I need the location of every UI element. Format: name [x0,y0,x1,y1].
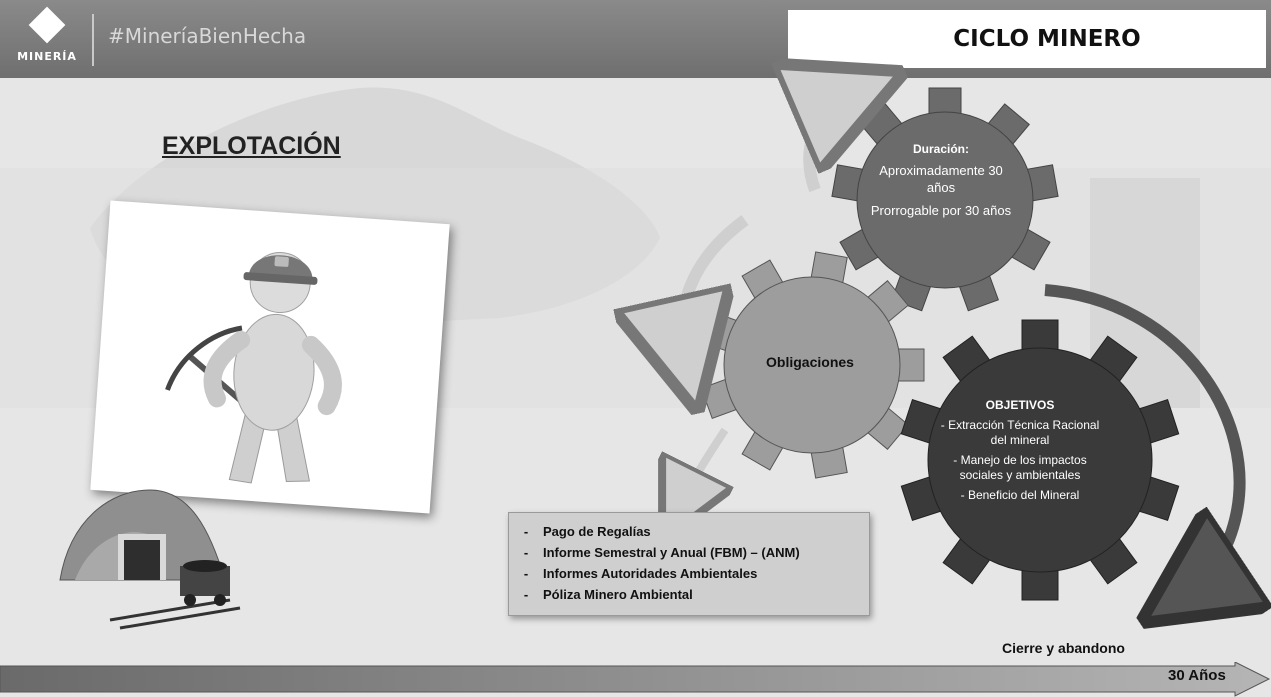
list-item: -Pago de Regalías [523,524,651,539]
closure-label: Cierre y abandono [1002,640,1125,656]
duration-label: 30 Años [1168,667,1226,684]
obligations-list-box: -Pago de Regalías -Informe Semestral y A… [508,512,870,616]
miner-illustration-card [90,200,450,514]
obligations-label: Obligaciones [766,354,854,370]
gear-objectives-text: OBJETIVOS - Extracción Técnica Racional … [940,398,1100,508]
timeline-arrow [0,662,1271,697]
miner-figure-icon [165,252,342,484]
list-item: -Informe Semestral y Anual (FBM) – (ANM) [523,545,800,560]
duration-heading: Duración: [912,142,969,156]
list-item: -Póliza Minero Ambiental [523,587,693,602]
objectives-heading: OBJETIVOS [985,398,1055,412]
ministry-logo: MINERÍA [12,6,82,70]
objective-line-1: - Extracción Técnica Racional del minera… [940,418,1100,447]
gear-duration-text: Duración: Aproximadamente 30 años Prorro… [866,142,1016,225]
page-title: CICLO MINERO [953,26,1141,52]
objective-line-3: - Beneficio del Mineral [960,488,1080,502]
arrow-cycle-right [1044,284,1240,590]
duration-line-1: Aproximadamente 30 años [879,163,1003,195]
duration-line-2: Prorrogable por 30 años [870,203,1012,218]
section-title: EXPLOTACIÓN [162,132,341,160]
gear-objectives [900,319,1180,601]
mine-entrance-icon [59,489,241,630]
arrow-to-obligations-list [680,427,725,505]
list-item: -Informes Autoridades Ambientales [523,566,758,581]
logo-text: MINERÍA [17,50,77,63]
arrow-cycle-left [682,215,749,355]
hashtag-text: #MineríaBienHecha [108,24,307,48]
arrow-cycle-top [809,95,850,193]
objective-line-2: - Manejo de los impactos sociales y ambi… [953,453,1087,482]
header-bar: MINERÍA #MineríaBienHecha CICLO MINERO [0,0,1271,78]
header-divider [92,14,94,66]
